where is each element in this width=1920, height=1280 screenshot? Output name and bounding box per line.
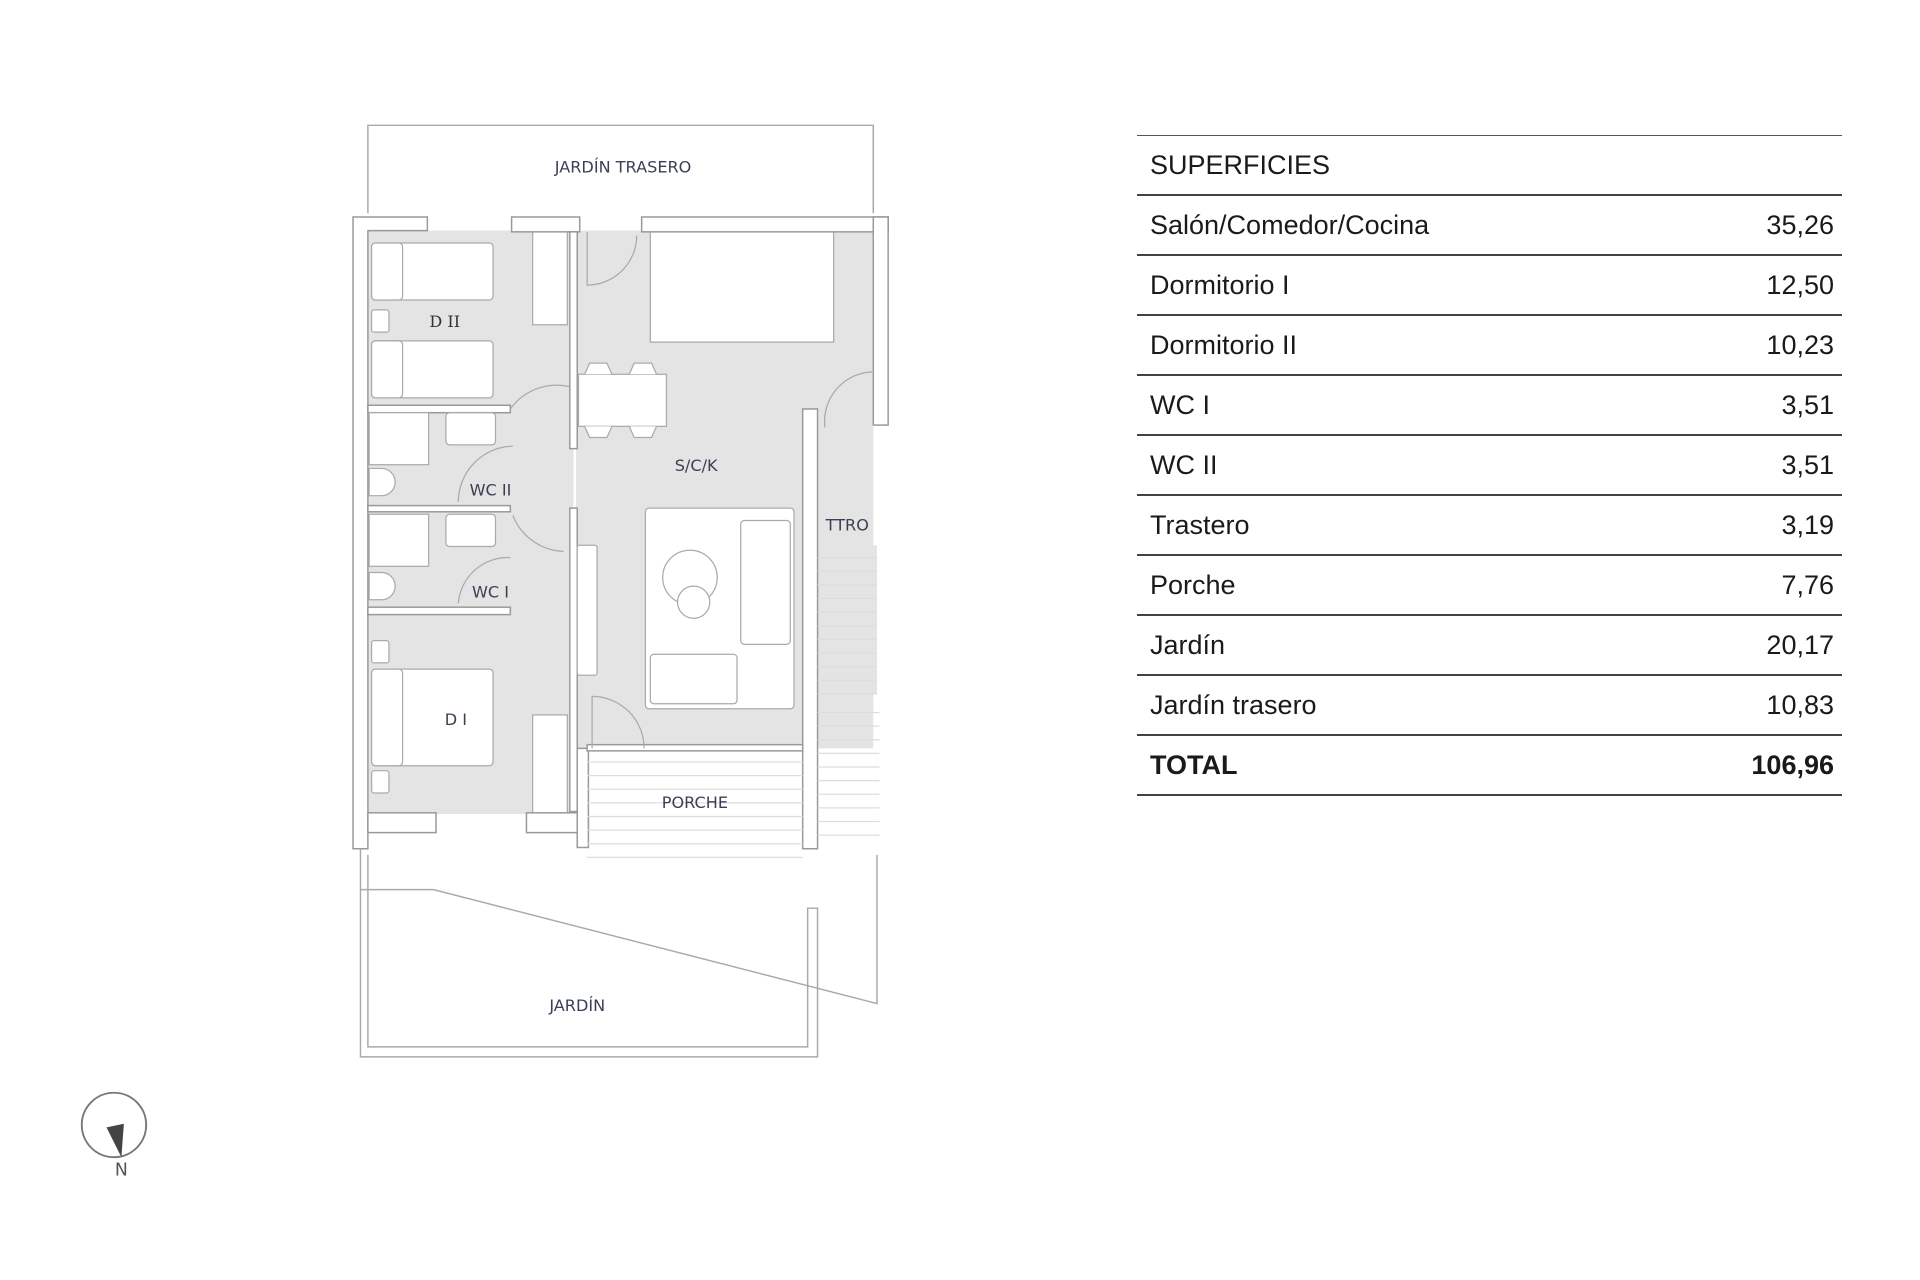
row-label: Salón/Comedor/Cocina [1150, 209, 1430, 240]
boundary-line [360, 854, 878, 1005]
row-value: 3,19 [1781, 509, 1834, 540]
row-value: 3,51 [1781, 389, 1834, 420]
label-d2: D II [429, 312, 460, 331]
label-jardin: JARDÍN [548, 996, 605, 1015]
row-label: Dormitorio II [1150, 329, 1298, 360]
label-wc1: WC I [472, 582, 509, 601]
row-label: WC II [1150, 449, 1218, 480]
row-value: 10,83 [1766, 689, 1834, 720]
row-value: 3,51 [1781, 449, 1834, 480]
total-value: 106,96 [1751, 749, 1834, 780]
label-porche: PORCHE [662, 793, 728, 812]
table-title: SUPERFICIES [1150, 149, 1331, 180]
label-sck: S/C/K [675, 456, 718, 475]
table-row: Dormitorio II 10,23 [1137, 316, 1842, 376]
total-row: TOTAL 106,96 [1137, 736, 1842, 796]
row-value: 35,26 [1766, 209, 1834, 240]
table-row: Porche 7,76 [1137, 556, 1842, 616]
row-label: WC I [1150, 389, 1210, 420]
row-value: 20,17 [1766, 629, 1834, 660]
table-row: WC II 3,51 [1137, 436, 1842, 496]
total-label: TOTAL [1150, 749, 1238, 780]
row-label: Porche [1150, 569, 1236, 600]
row-value: 7,76 [1781, 569, 1834, 600]
compass-label: N [115, 1161, 128, 1181]
table-row: WC I 3,51 [1137, 376, 1842, 436]
label-wc2: WC II [470, 481, 512, 500]
table-row: Jardín trasero 10,83 [1137, 676, 1842, 736]
row-label: Dormitorio I [1150, 269, 1290, 300]
label-jardin-trasero: JARDÍN TRASERO [554, 157, 692, 176]
table-row: Trastero 3,19 [1137, 496, 1842, 556]
table-row: Salón/Comedor/Cocina 35,26 [1137, 196, 1842, 256]
exterior-wall [352, 216, 429, 850]
garden-outline [359, 848, 819, 1058]
row-value: 12,50 [1766, 269, 1834, 300]
table-row: Jardín 20,17 [1137, 616, 1842, 676]
row-label: Jardín trasero [1150, 689, 1317, 720]
table-row: Dormitorio I 12,50 [1137, 256, 1842, 316]
rear-garden-outline [367, 124, 875, 214]
row-label: Jardín [1150, 629, 1226, 660]
row-value: 10,23 [1766, 329, 1834, 360]
north-compass-icon: N [80, 1091, 148, 1181]
table-header: SUPERFICIES [1137, 136, 1842, 196]
row-label: Trastero [1150, 509, 1250, 540]
label-d1: D I [445, 710, 467, 729]
label-ttro: TTRO [825, 515, 869, 534]
